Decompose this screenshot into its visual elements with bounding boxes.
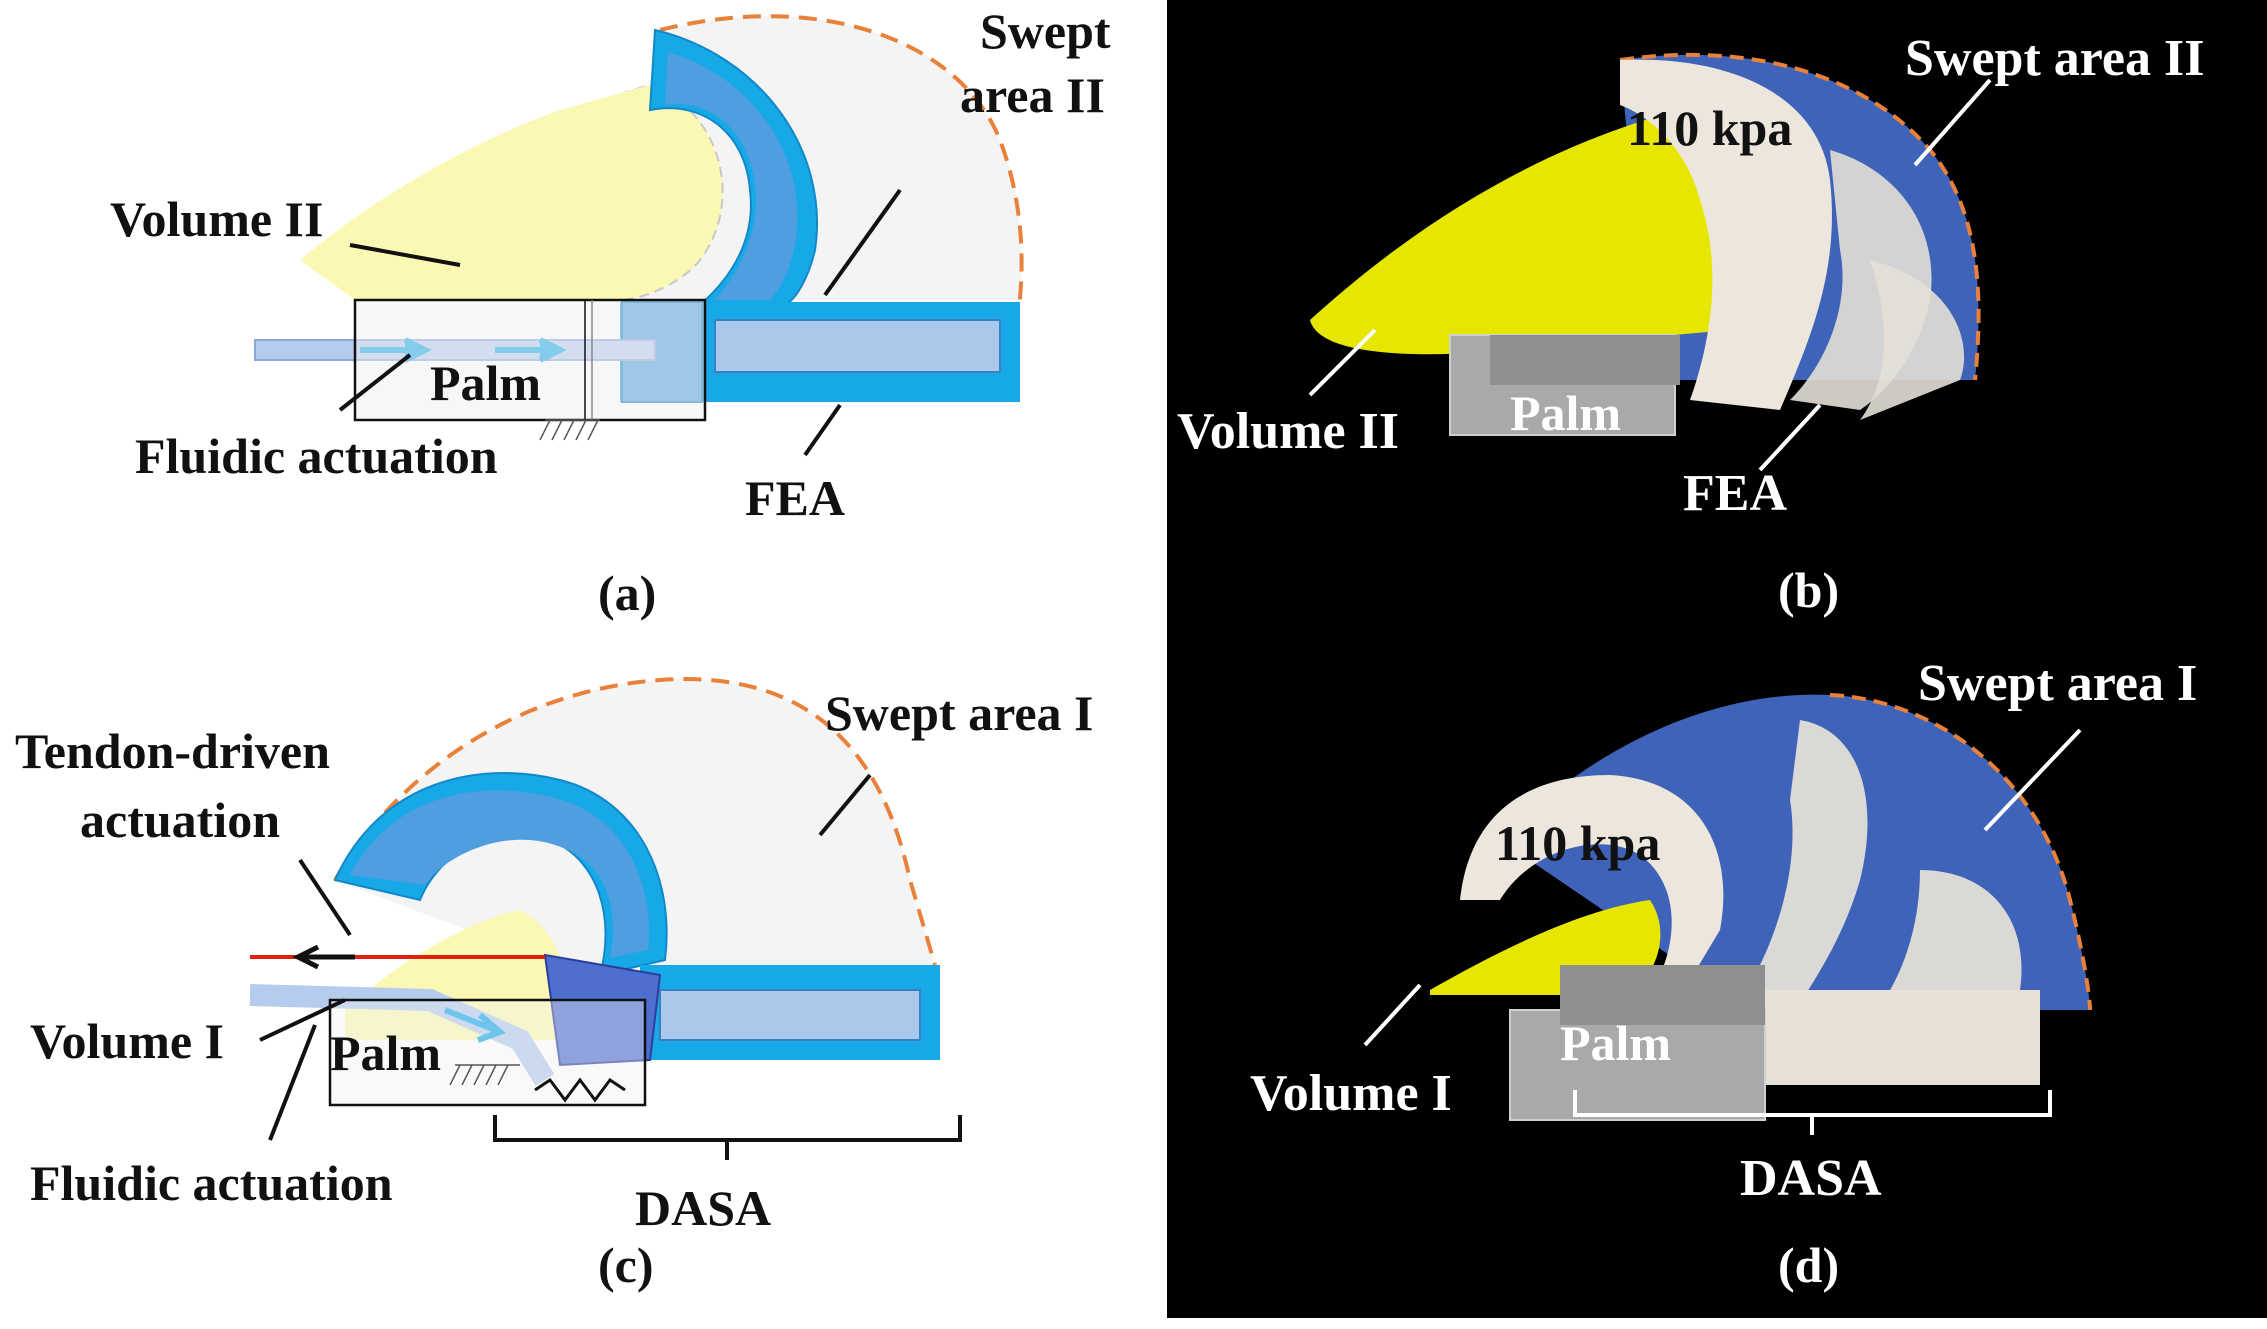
- panel-a: Swept area II Volume II Palm Fluidic act…: [110, 3, 1111, 621]
- swept-area-ii-label-line1: Swept: [980, 3, 1111, 59]
- leader-line: [823, 188, 902, 297]
- panel-a-caption: (a): [598, 565, 656, 621]
- fea-photo-actuator-ghost: [1860, 260, 1965, 420]
- leader-line: [259, 998, 346, 1042]
- panel-d: 110 kpa Swept area I Volume I Palm DASA …: [1250, 655, 2197, 1293]
- dasa-joint-block: [543, 953, 662, 1067]
- palm-photo-block-top: [1490, 335, 1680, 385]
- volume-ii-fill-extra: [300, 85, 650, 300]
- fea-actuator-chamber: [714, 319, 1001, 373]
- fea-photo-actuator: [1620, 59, 1832, 410]
- volume-i-label: Volume I: [1250, 1065, 1452, 1122]
- pressure-label: 110 kpa: [1627, 100, 1792, 156]
- palm-block: [353, 298, 707, 422]
- palm-label: Palm: [1560, 1015, 1671, 1071]
- volume-i-label: Volume I: [30, 1013, 224, 1069]
- flow-arrow-icon: [443, 1007, 506, 1043]
- dasa-photo-actuator: [1460, 775, 1724, 980]
- fea-label: FEA: [1683, 465, 1787, 522]
- panel-b-caption: (b): [1778, 562, 1839, 618]
- fea-label: FEA: [745, 470, 845, 526]
- volume-ii-label: Volume II: [1177, 403, 1399, 460]
- palm-label: Palm: [330, 1025, 441, 1081]
- swept-area-ii-photo-outline: [1619, 52, 1981, 381]
- palm-photo-block: [1509, 1009, 1766, 1121]
- leader-line: [1983, 728, 2082, 832]
- swept-area-i-label: Swept area I: [1918, 655, 2197, 712]
- palm-block: [328, 998, 647, 1107]
- leader-line: [1308, 328, 1377, 397]
- palm-label: Palm: [1510, 385, 1621, 441]
- tendon-arrow-icon: [292, 944, 355, 970]
- fluidic-actuation-label: Fluidic actuation: [30, 1155, 393, 1211]
- swept-area-ii-label: Swept area II: [1905, 30, 2204, 87]
- leader-line: [298, 858, 352, 937]
- volume-ii-label: Volume II: [110, 191, 323, 247]
- dasa-label: DASA: [1740, 1150, 1882, 1207]
- leader-line: [1758, 403, 1822, 472]
- spring: [534, 1077, 626, 1103]
- ground-hatch: [539, 419, 600, 441]
- dasa-bracket: [1573, 1090, 2052, 1135]
- palm-photo-block-top: [1560, 965, 1765, 1025]
- pressure-label: 110 kpa: [1495, 815, 1660, 871]
- panel-b: 110 kpa Swept area II Volume II Palm FEA…: [1167, 0, 2267, 1318]
- swept-area-i-outline: [333, 677, 937, 966]
- panel-d-caption: (d): [1778, 1237, 1839, 1293]
- dasa-label: DASA: [635, 1180, 771, 1236]
- panel-c: Tendon-driven actuation Swept area I Vol…: [15, 677, 1094, 1293]
- dasa-photo-actuator-ghost: [1740, 720, 1868, 1020]
- fluidic-actuation-label: Fluidic actuation: [135, 428, 498, 484]
- leader-line: [818, 773, 872, 837]
- dasa-actuator-chamber: [659, 989, 921, 1041]
- dasa-actuator-curved-inner: [350, 790, 649, 958]
- volume-ii-photo-region: [1310, 105, 1750, 355]
- fea-actuator-curved-inner: [665, 52, 798, 300]
- dasa-bracket: [493, 1115, 962, 1160]
- palm-label: Palm: [430, 355, 541, 411]
- tendon-driven-label-line2: actuation: [80, 792, 280, 848]
- swept-area-i-label: Swept area I: [825, 685, 1094, 741]
- leader-line: [349, 243, 461, 267]
- dasa-photo-base: [1755, 990, 2040, 1085]
- ground-hatch: [449, 1064, 520, 1086]
- swept-area-ii-outline: [659, 14, 1024, 301]
- swept-area-i-region: [335, 679, 935, 965]
- leader-line: [803, 403, 842, 457]
- swept-area-i-photo-outline: [1829, 693, 2092, 1011]
- leader-line: [1913, 78, 1992, 167]
- leader-line: [268, 1024, 317, 1141]
- swept-area-ii-label-line2: area II: [960, 67, 1105, 123]
- panel-c-caption: (c): [598, 1237, 654, 1293]
- leader-line: [1363, 983, 1422, 1047]
- tendon-driven-label-line1: Tendon-driven: [15, 723, 330, 779]
- leader-line: [338, 353, 412, 412]
